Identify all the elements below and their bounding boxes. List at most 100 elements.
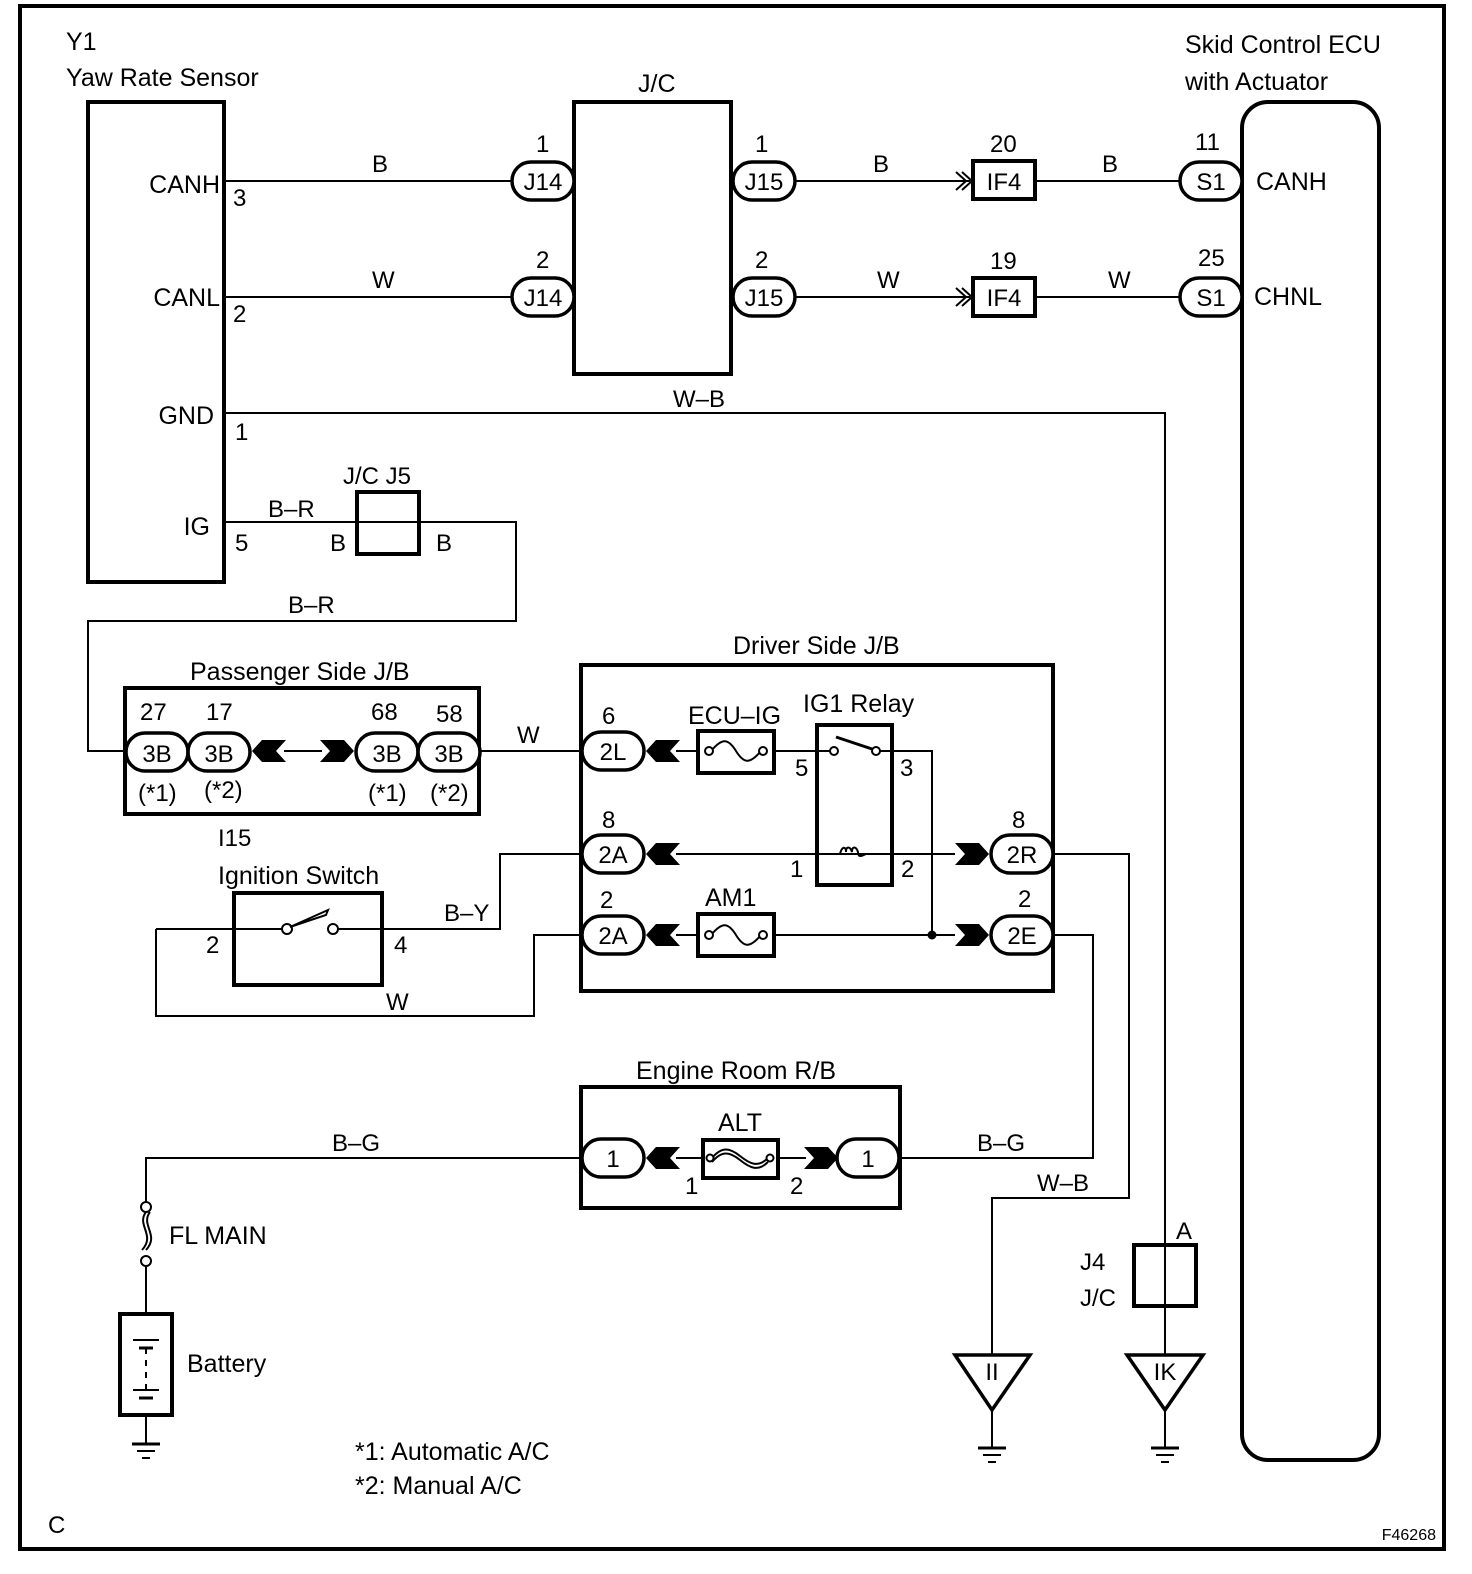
connector-pin: 2 [1018,886,1031,913]
connector-pin: 20 [990,131,1017,158]
connector-if4 [971,276,1037,318]
can-wires: B W B W B W [224,151,1180,298]
ecu-terminal-canh: CANH [1256,168,1327,196]
ecu-box [1240,100,1381,1462]
connector-pin: 68 [371,699,398,726]
pin-label: 2 [206,932,219,959]
ground-icon [1151,1446,1179,1463]
connector-pin: 1 [536,131,549,158]
pin-2: 2 [233,301,246,328]
ground-icon [978,1446,1006,1463]
connector-j15 [731,160,797,202]
connector-pin: 6 [602,703,615,730]
engine-rb-box [579,1085,902,1210]
ecu-name-line2: with Actuator [1184,68,1328,96]
wire-color-label: B–R [268,496,315,523]
connector-code: S1 [1196,169,1225,196]
fuse-icon [710,740,762,762]
pin-label: 4 [394,932,407,959]
ig1-relay-box [815,723,894,887]
relay-coil-icon [839,846,867,857]
connector-pin: 8 [602,807,615,834]
fusible-link-icon [711,1148,769,1165]
terminal-ig: IG [184,513,210,541]
connector-pin: 17 [206,699,233,726]
ground-point-ii: II [951,1353,1034,1463]
connector-arrow-icon [955,924,989,946]
gnd-wire: W–B [224,386,1166,1405]
ground-icon [132,1442,160,1459]
ignition-switch: I15 Ignition Switch 2 4 B–Y W [155,825,582,1017]
connector-pin: 58 [436,701,463,728]
j5-label: J/C J5 [343,463,411,490]
terminal-canl: CANL [153,284,220,312]
connector-s1 [1178,160,1244,202]
ground-point-ik: IK [1123,1353,1207,1463]
yaw-sensor-name: Yaw Rate Sensor [66,64,259,92]
wire-color-label: W [517,722,540,749]
connector-note: (*2) [430,780,469,807]
wire-color-label: B [330,530,346,557]
fuse-ecu-ig [696,729,776,775]
wire-by [338,853,582,930]
connector-2l [580,730,646,772]
terminal-canh: CANH [149,171,220,199]
connector-code: 1 [861,1146,874,1173]
fuse-alt [701,1138,780,1180]
wire-color-label: W [386,989,409,1016]
connector-2a [580,833,646,875]
fusible-link-icon [141,1211,153,1251]
connector-code: 2R [1007,842,1038,869]
connector-code: 3B [434,741,463,768]
pin-label: 2 [790,1173,803,1200]
wire-wb-to-ii [991,853,1130,1355]
connector-code: 3B [372,741,401,768]
j4-code: J4 [1080,1249,1105,1276]
wire-color-label: W–B [1037,1170,1089,1197]
ignition-switch-box [232,891,384,987]
ground-point-icon [1123,1353,1207,1414]
wire-color-label: B–G [332,1130,380,1157]
connector-code: 1 [606,1146,619,1173]
pin-label: 2 [901,856,914,883]
switch-lever-icon [289,908,330,928]
connector-code: 2L [600,739,627,766]
wire-w [155,929,582,1017]
wire-color-label: B [1102,151,1118,178]
connector-pin: 2 [536,247,549,274]
connector-arrow-icon [804,1147,838,1169]
j4-junction: A J4 J/C [1080,1218,1198,1312]
wire-color-label: B–G [977,1130,1025,1157]
connector-note: (*1) [138,780,177,807]
connector-pin: 25 [1198,245,1225,272]
wire-ig [87,521,517,752]
connector-code: J14 [524,285,563,312]
fuse-am1 [696,912,776,958]
fl-main-label: FL MAIN [169,1222,267,1250]
wire-color-label: B [372,151,388,178]
fuse-label: ALT [718,1109,762,1137]
connector-pin: 2 [600,887,613,914]
relay-switch-icon [835,735,873,751]
connector-pin: 11 [1195,129,1220,156]
jc-label: J/C [638,70,676,98]
engine-rb-label: Engine Room R/B [636,1057,836,1085]
connector-arrow-icon [252,740,286,762]
connector-arrow-icon [646,924,680,946]
j5-box [355,490,421,556]
connector-note: (*1) [368,780,407,807]
passenger-side-jb: Passenger Side J/B 27 17 68 58 3B 3B 3B … [123,658,482,816]
connector-code: 3B [142,741,171,768]
if4-connectors: 20 IF4 19 IF4 [955,131,1037,318]
ecu-terminal-chnl: CHNL [1254,283,1322,311]
connector-j14 [510,160,576,202]
connector-code: 2A [598,923,627,950]
connector-code: S1 [1196,285,1225,312]
connector-code: J15 [745,169,784,196]
wire-color-label: B–R [288,592,335,619]
connector-pin: 8 [1012,807,1025,834]
connector-pin: 27 [140,699,167,726]
connector-s1 [1178,276,1244,318]
yaw-rate-sensor: Y1 Yaw Rate Sensor CANH 3 CANL 2 GND 1 I… [66,28,259,584]
